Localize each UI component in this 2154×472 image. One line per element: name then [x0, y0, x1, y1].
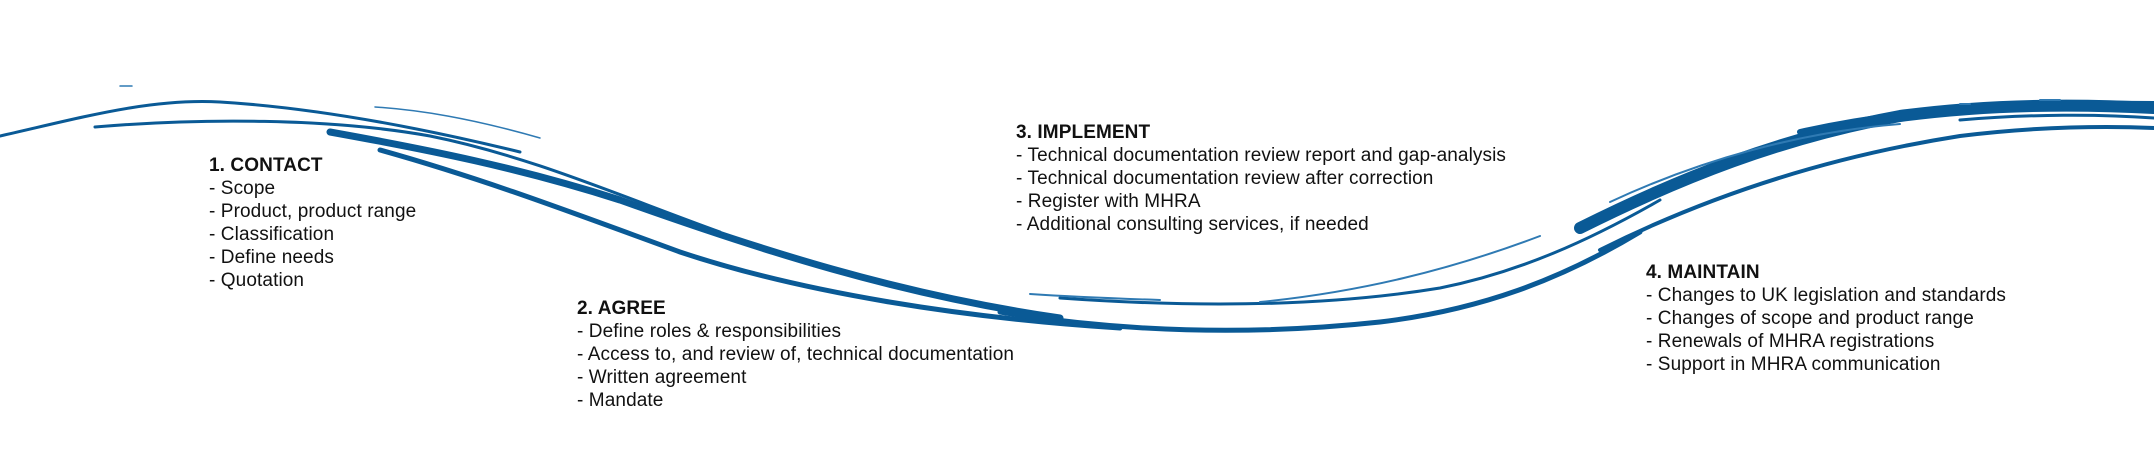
- step-title: 1. CONTACT: [209, 155, 323, 176]
- step-item: - Quotation: [209, 270, 305, 291]
- step-item: - Product, product range: [209, 201, 417, 222]
- wave-stroke-rise-top: [1797, 100, 2154, 135]
- wave-stroke-trough: [997, 229, 1643, 333]
- step-item: - Additional consulting services, if nee…: [1016, 214, 1369, 235]
- step-item-list: - Changes to UK legislation and standard…: [1646, 284, 2006, 376]
- wave-stroke-main-descent: [326, 128, 1064, 322]
- step-item: - Access to, and review of, technical do…: [577, 344, 1015, 365]
- step-item-list: - Define roles & responsibilities - Acce…: [577, 320, 1014, 412]
- wave-stroke-main-rise: [1574, 99, 2154, 234]
- step-item-list: - Scope - Product, product range - Class…: [209, 177, 416, 292]
- wave-accent-mid: [1029, 293, 1161, 301]
- step-item: - Renewals of MHRA registrations: [1646, 331, 1935, 352]
- wave-accent-left: [374, 106, 541, 139]
- wave-accent-right: [1959, 99, 2061, 105]
- wave-stroke-rise-thin: [1958, 113, 2154, 122]
- wave-stroke-trough-3: [1259, 235, 1541, 303]
- step-item: - Technical documentation review after c…: [1016, 168, 1434, 189]
- step-item: - Scope: [209, 178, 276, 199]
- step-item: - Support in MHRA communication: [1646, 354, 1941, 375]
- step-item-list: - Technical documentation review report …: [1016, 144, 1506, 236]
- wave-stroke-main-descent-2: [377, 147, 1123, 331]
- step-title: 4. MAINTAIN: [1646, 262, 1760, 283]
- step-item: - Mandate: [577, 390, 664, 411]
- step-contact: 1. CONTACT - Scope - Product, product ra…: [209, 154, 416, 292]
- step-title: 2. AGREE: [577, 298, 666, 319]
- step-item: - Written agreement: [577, 367, 747, 388]
- wave-stroke-rise-2: [1598, 124, 2154, 252]
- wave-stroke-rise-3: [1609, 123, 1901, 203]
- step-item: - Define roles & responsibilities: [577, 321, 842, 342]
- step-implement: 3. IMPLEMENT - Technical documentation r…: [1016, 121, 1506, 236]
- step-item: - Changes of scope and product range: [1646, 308, 1974, 329]
- wave-stroke-inner-left: [93, 119, 722, 234]
- step-item: - Classification: [209, 224, 335, 245]
- wave-stroke-trough-2: [1058, 198, 1662, 306]
- step-item: - Register with MHRA: [1016, 191, 1201, 212]
- wave-stroke-top-left: [0, 100, 522, 154]
- step-maintain: 4. MAINTAIN - Changes to UK legislation …: [1646, 261, 2006, 376]
- step-agree: 2. AGREE - Define roles & responsibiliti…: [577, 297, 1014, 412]
- step-item: - Technical documentation review report …: [1016, 145, 1507, 166]
- step-item: - Changes to UK legislation and standard…: [1646, 285, 2007, 306]
- step-item: - Define needs: [209, 247, 334, 268]
- step-title: 3. IMPLEMENT: [1016, 122, 1151, 143]
